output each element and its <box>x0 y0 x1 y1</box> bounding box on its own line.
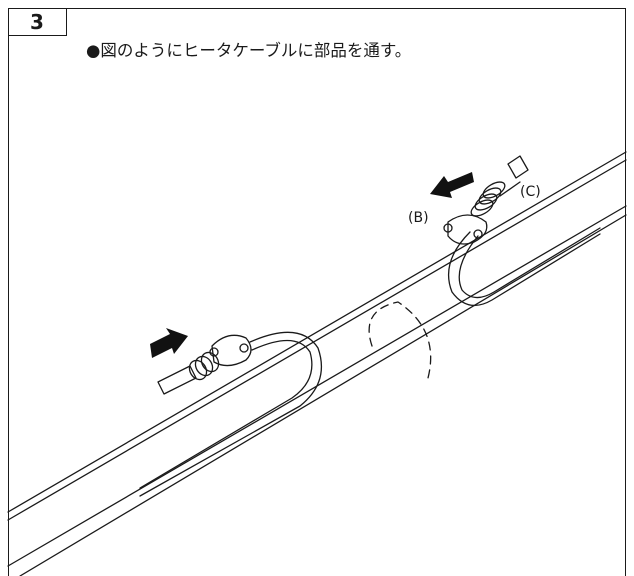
label-part-b: (B) <box>408 210 429 226</box>
clamp-b-lower <box>209 334 252 367</box>
pipe-upper-edge <box>7 151 627 513</box>
heater-cable-loop-upper <box>448 227 601 307</box>
step-instruction-text: ●図のようにヒータケーブルに部品を通す。 <box>86 41 412 60</box>
label-part-c: (C) <box>520 184 541 200</box>
clamp-b-upper <box>443 214 488 245</box>
pipe-lower-edge-inner <box>19 214 627 576</box>
pipe-seam-dashed <box>368 301 432 379</box>
push-arrow-lower <box>150 328 188 358</box>
pipe-upper-edge-inner <box>7 159 627 521</box>
instruction-panel-frame <box>8 8 626 576</box>
heater-cable-end-lower <box>157 365 197 395</box>
pull-arrow-upper <box>430 172 474 198</box>
step-number-badge: 3 <box>8 8 67 36</box>
heater-cable-loop-lower <box>139 331 322 497</box>
fitting-c-upper <box>470 181 506 217</box>
heater-cable-end-upper <box>499 155 529 197</box>
fitting-c-lower <box>188 351 220 381</box>
